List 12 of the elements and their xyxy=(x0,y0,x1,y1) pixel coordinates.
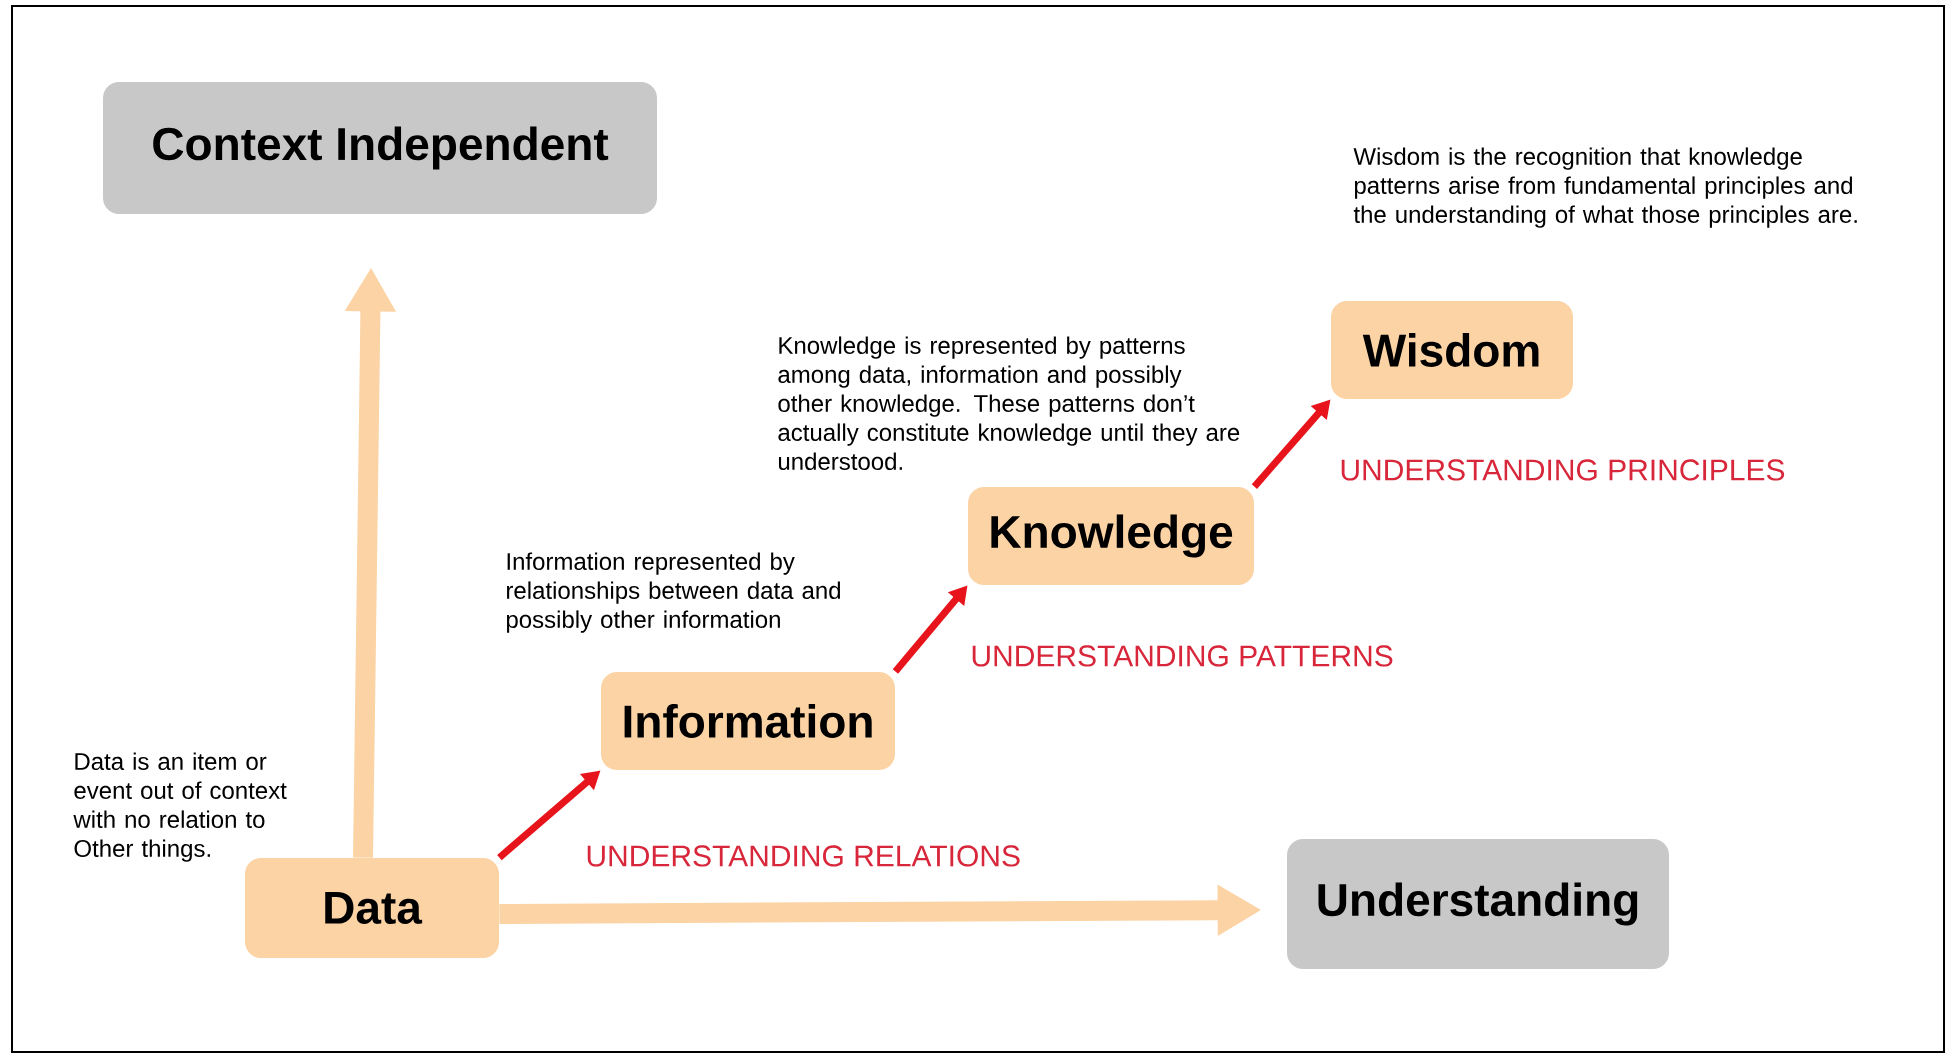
process-box: Understanding xyxy=(1287,839,1669,969)
description-text: Knowledge is represented by patterns among data, information and possibly other knowledge. These patterns don’t actually constitute knowledge until they are understood. xyxy=(778,336,1240,470)
description-text: Information represented by relationships between data and possibly other information xyxy=(506,552,840,633)
stage-label: UNDERSTANDING RELATIONS xyxy=(587,845,1020,867)
description-text: Wisdom is the recognition that knowledge patterns arise from fundamental principles and the understanding of what those principles are. xyxy=(1353,147,1857,228)
process-box: Data xyxy=(245,858,499,958)
process-box: Knowledge xyxy=(968,487,1254,585)
process-box: Information xyxy=(601,672,895,770)
process-box: Wisdom xyxy=(1331,301,1573,399)
stage-label: UNDERSTANDING PATTERNS xyxy=(972,645,1393,667)
stage-label: UNDERSTANDING PRINCIPLES xyxy=(1341,459,1785,481)
process-box: Context Independent xyxy=(103,82,657,214)
